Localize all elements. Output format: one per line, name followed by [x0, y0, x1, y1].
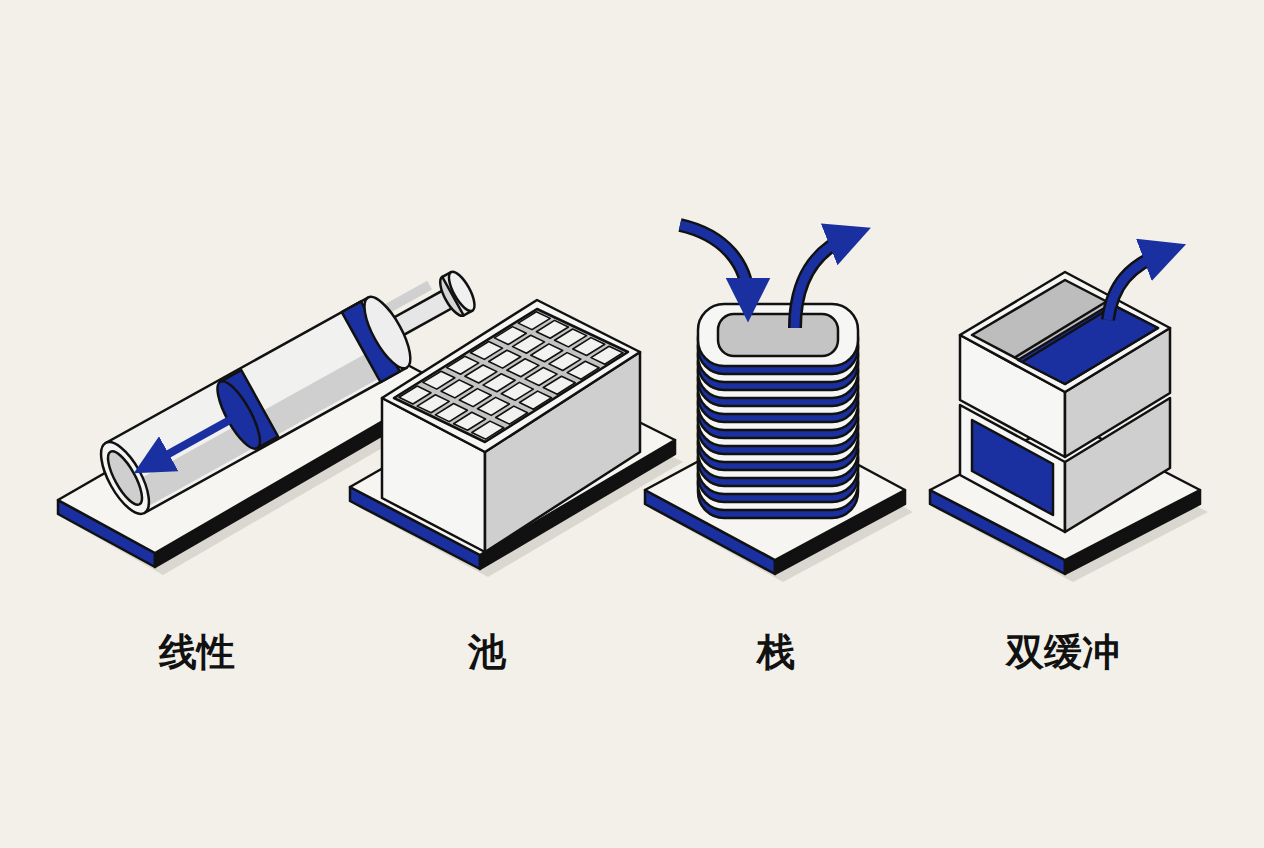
item-label: 线性: [159, 630, 235, 676]
pool-cell: [496, 406, 528, 424]
stack-top: [718, 314, 838, 356]
pool-cell: [591, 346, 623, 364]
item-label: 池: [468, 630, 506, 676]
stack-layer: [698, 304, 858, 366]
item-label: 双缓冲: [1006, 630, 1120, 676]
pool-cell: [543, 376, 575, 394]
item-label: 栈: [757, 630, 795, 676]
stack-layers: [698, 304, 858, 518]
pool-grid: [399, 312, 623, 439]
pool-cell: [567, 361, 599, 379]
pool-cell: [520, 391, 552, 409]
pool-cell: [472, 421, 504, 439]
